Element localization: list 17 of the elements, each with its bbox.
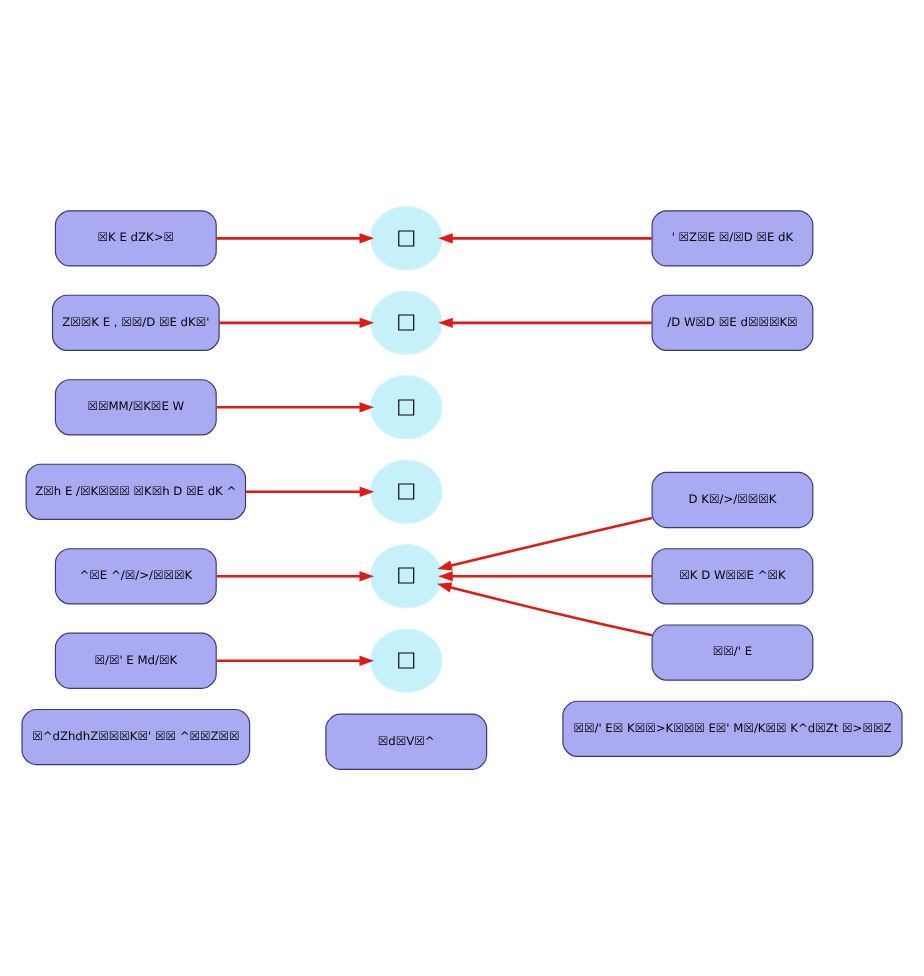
node-ellipse: □ [369,459,443,525]
node-ellipse: □ [369,628,443,694]
node-ellipse: □ [369,375,443,440]
arrow [216,233,375,244]
arrow [438,233,652,244]
arrow [216,571,375,582]
node-ellipse: □ [369,290,443,356]
arrow [219,317,375,328]
node-ellipse: □ [369,206,443,271]
arrow [436,582,653,637]
node-ellipse: □ [369,544,443,609]
arrow [216,655,375,666]
arrow [245,486,375,497]
arrow [438,317,652,328]
arrow [438,571,652,582]
arrow [437,516,653,571]
arrow [216,402,375,413]
